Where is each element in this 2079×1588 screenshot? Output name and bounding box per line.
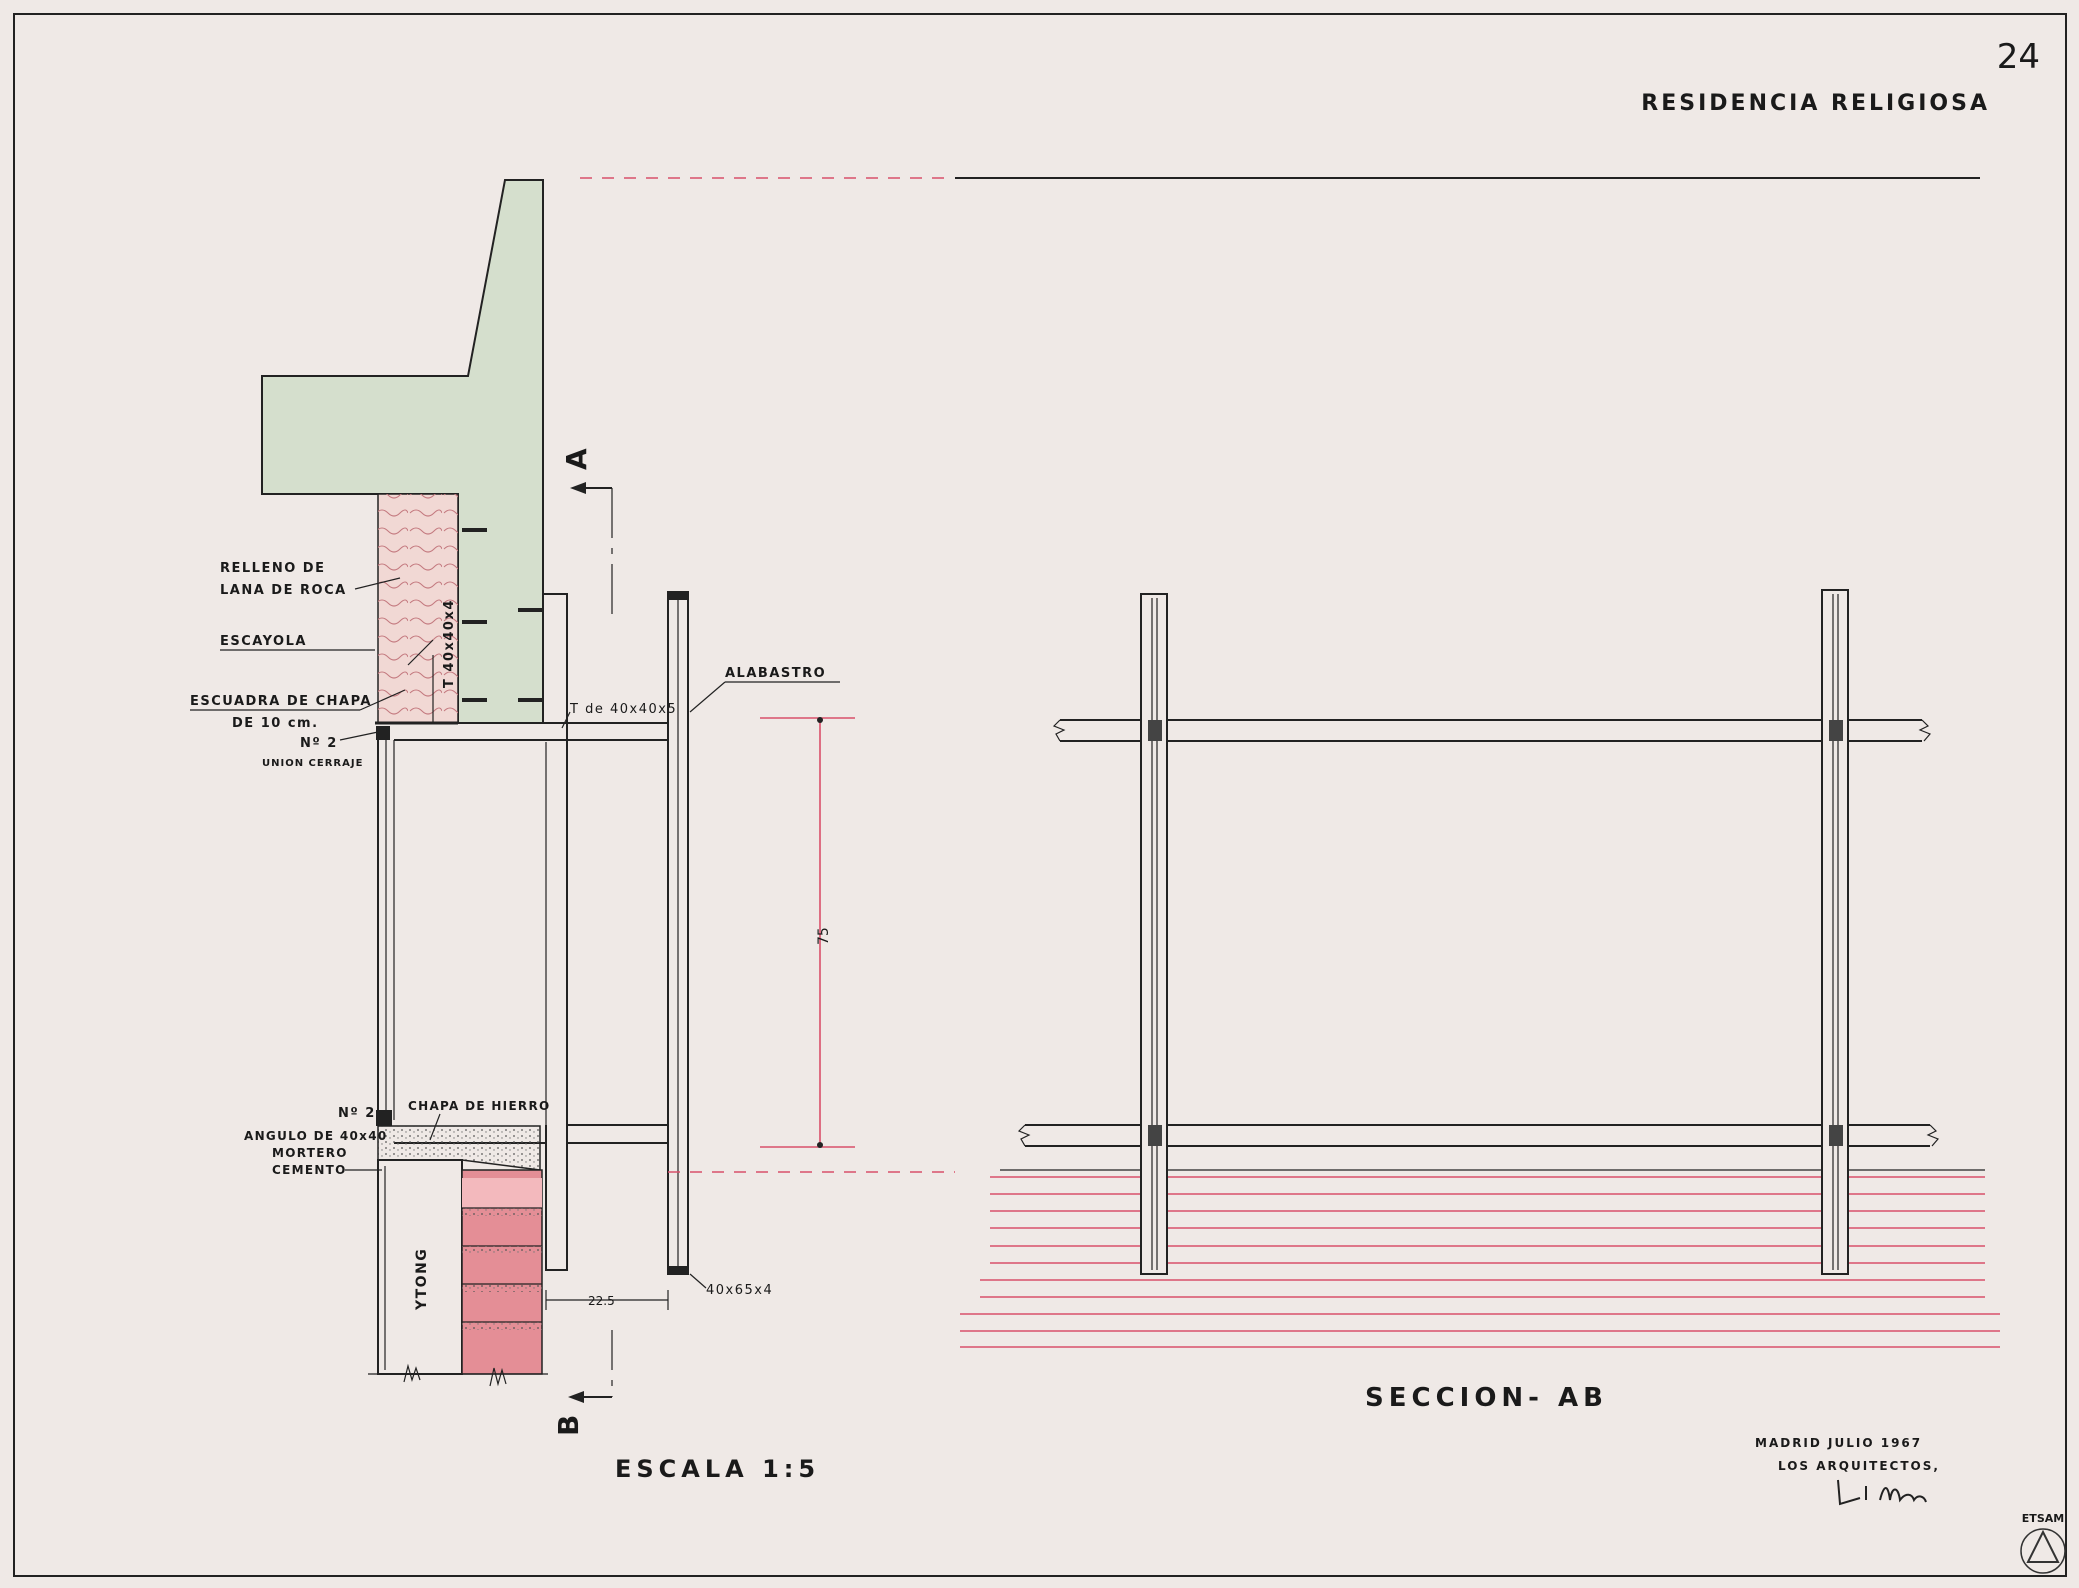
label-escuadra-1: ESCUADRA DE CHAPA <box>190 694 372 709</box>
label-relleno-1: RELLENO DE <box>220 561 325 576</box>
project-title: RESIDENCIA RELIGIOSA <box>1641 91 1990 116</box>
svg-text:ETSAM: ETSAM <box>2022 1512 2064 1525</box>
leader-no2-top <box>339 731 379 741</box>
section-arrow-a <box>570 482 586 494</box>
sheet-border <box>13 13 2067 1577</box>
leader-chapa <box>429 1113 441 1141</box>
label-profile: 40x65x4 <box>706 1283 773 1298</box>
section-post-right <box>1821 589 1849 1275</box>
leader-alabastro <box>689 681 726 713</box>
section-rail-top <box>1052 719 1932 742</box>
section-marker-a: A <box>560 443 593 470</box>
authors: LOS ARQUITECTOS, <box>1778 1459 1940 1473</box>
break-mark <box>403 1363 421 1383</box>
brick-courses <box>461 1169 543 1375</box>
alabaster-cap-top <box>668 592 688 600</box>
label-escuadra-2: DE 10 cm. <box>232 716 319 731</box>
label-chapa: CHAPA DE HIERRO <box>408 1099 551 1113</box>
leader-relleno <box>354 577 401 590</box>
scale-label: ESCALA 1:5 <box>615 1455 820 1483</box>
section-rail-bottom <box>1017 1124 1940 1147</box>
label-angulo: ANGULO DE 40x40 <box>244 1129 388 1143</box>
leader-t-horizontal <box>561 711 571 729</box>
label-union: UNION CERRAJE <box>262 758 363 769</box>
label-escayola: ESCAYOLA <box>220 634 307 649</box>
label-no2-bottom: Nº 2 <box>338 1106 376 1121</box>
section-title: SECCION- AB <box>1365 1383 1608 1413</box>
label-no2-top: Nº 2 <box>300 736 338 751</box>
bracket-top <box>376 726 390 740</box>
label-mortero-2: CEMENTO <box>272 1163 347 1177</box>
leader-profile <box>689 1273 707 1289</box>
rock-wool-hatch <box>378 494 458 723</box>
dimension-node <box>817 1142 823 1148</box>
sheet-number: 24 <box>1997 37 2040 77</box>
label-relleno-2: LANA DE ROCA <box>220 583 347 598</box>
dimension-node <box>817 717 823 723</box>
leader-t-vertical <box>407 639 434 666</box>
mullion-right <box>543 593 568 1271</box>
date-place: MADRID JULIO 1967 <box>1755 1436 1922 1450</box>
alabaster-cap-bottom <box>668 1266 688 1274</box>
ytong-block <box>377 1159 463 1375</box>
label-t-vertical: T 40x40x4 <box>442 599 457 688</box>
leader-escuadra-diag <box>359 689 406 711</box>
section-marker-b: B <box>552 1410 585 1436</box>
label-mortero-1: MORTERO <box>272 1146 348 1160</box>
label-ytong: YTONG <box>414 1248 430 1311</box>
label-alabastro: ALABASTRO <box>725 666 826 681</box>
dimension-75-text: 75 <box>816 927 832 945</box>
section-post-left <box>1140 593 1168 1275</box>
angle-profile <box>376 1110 392 1126</box>
label-t-horizontal: T de 40x40x5 <box>569 702 677 717</box>
etsam-stamp: ETSAM <box>2020 1512 2066 1574</box>
dimension-22-5-text: 22.5 <box>588 1294 615 1308</box>
architect-signature <box>1837 1479 1927 1506</box>
section-arrow-b <box>568 1391 584 1403</box>
